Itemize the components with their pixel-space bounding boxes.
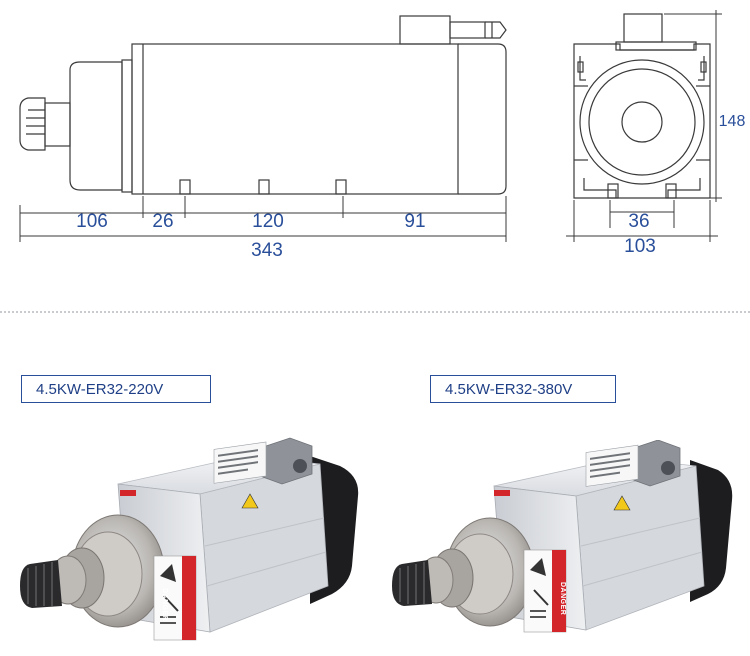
dim-91-label: 91 [404, 211, 426, 232]
nameplate [213, 441, 267, 484]
model-label-380v: 4.5KW-ER32-380V [430, 375, 616, 403]
spindle-photo-380v [392, 440, 733, 633]
model-label-220v: 4.5KW-ER32-220V [21, 375, 211, 403]
spindle-nose-outline [44, 102, 71, 147]
front-flange-outline [69, 61, 123, 191]
end-inner-circle [621, 101, 663, 143]
dim-106-label: 106 [76, 211, 108, 232]
connector-box-outline [399, 15, 451, 45]
danger-label-text-380v: DANGER [559, 582, 566, 616]
dim-148-label: 148 [718, 113, 746, 130]
dim-36-label: 36 [628, 211, 650, 232]
collet-nut-outline [19, 97, 46, 151]
end-frame-outline [573, 43, 711, 199]
danger-label-text-220v: DANGER [161, 588, 168, 622]
spindle-photo-220v [20, 437, 359, 641]
side-view-drawing [19, 15, 507, 242]
danger-label [523, 549, 567, 633]
end-outer-circle [579, 59, 705, 185]
dim-103-label: 103 [624, 236, 656, 257]
main-body-outline [131, 43, 459, 195]
nameplate [585, 444, 639, 487]
dim-343-label: 343 [251, 240, 283, 261]
rear-cap-outline [458, 43, 507, 195]
end-view-drawing [566, 10, 722, 242]
danger-label [153, 555, 197, 641]
collet-nut [20, 560, 62, 608]
collet-nut [392, 560, 432, 606]
section-separator [0, 311, 750, 313]
dim-120-label: 120 [252, 211, 284, 232]
dim-26-label: 26 [152, 211, 174, 232]
body-side-face [199, 463, 329, 633]
